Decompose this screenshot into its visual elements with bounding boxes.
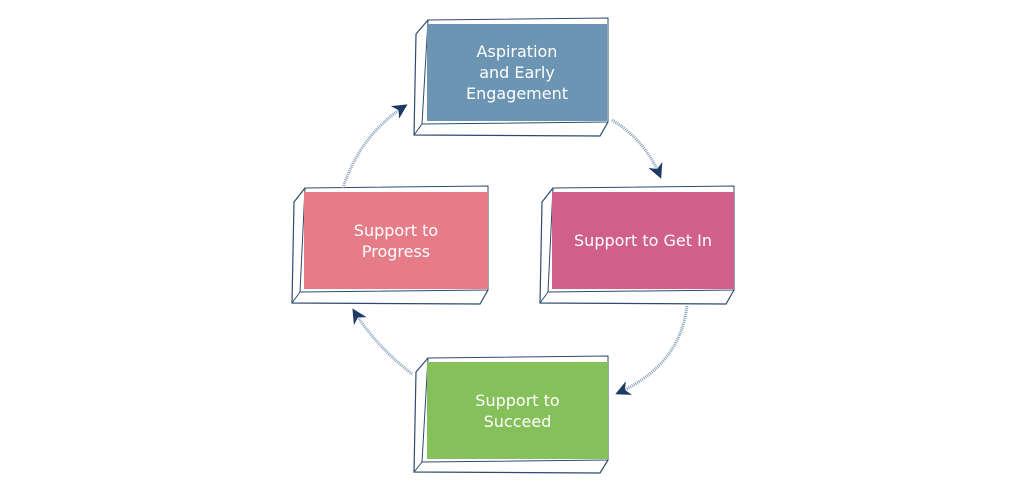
node-succeed <box>413 355 609 474</box>
arrow-get-in-to-succeed <box>615 305 689 395</box>
arrow-aspiration-to-get-in <box>611 118 663 179</box>
node-progress-face <box>304 192 488 289</box>
node-aspiration-face <box>427 24 607 121</box>
node-succeed-face <box>427 362 608 459</box>
node-progress-label: Support to Progress <box>353 220 439 261</box>
arrow-progress-to-aspiration <box>341 104 408 189</box>
node-aspiration-label: Aspiration and Early Engagement <box>465 42 569 103</box>
node-get-in-face <box>552 192 734 289</box>
node-aspiration <box>413 17 609 137</box>
node-progress <box>291 185 489 305</box>
node-succeed-label: Support to Succeed <box>475 390 560 431</box>
arrow-succeed-to-progress <box>352 308 413 376</box>
node-get-in <box>539 185 735 305</box>
node-get-in-label: Support to Get In <box>574 231 712 250</box>
